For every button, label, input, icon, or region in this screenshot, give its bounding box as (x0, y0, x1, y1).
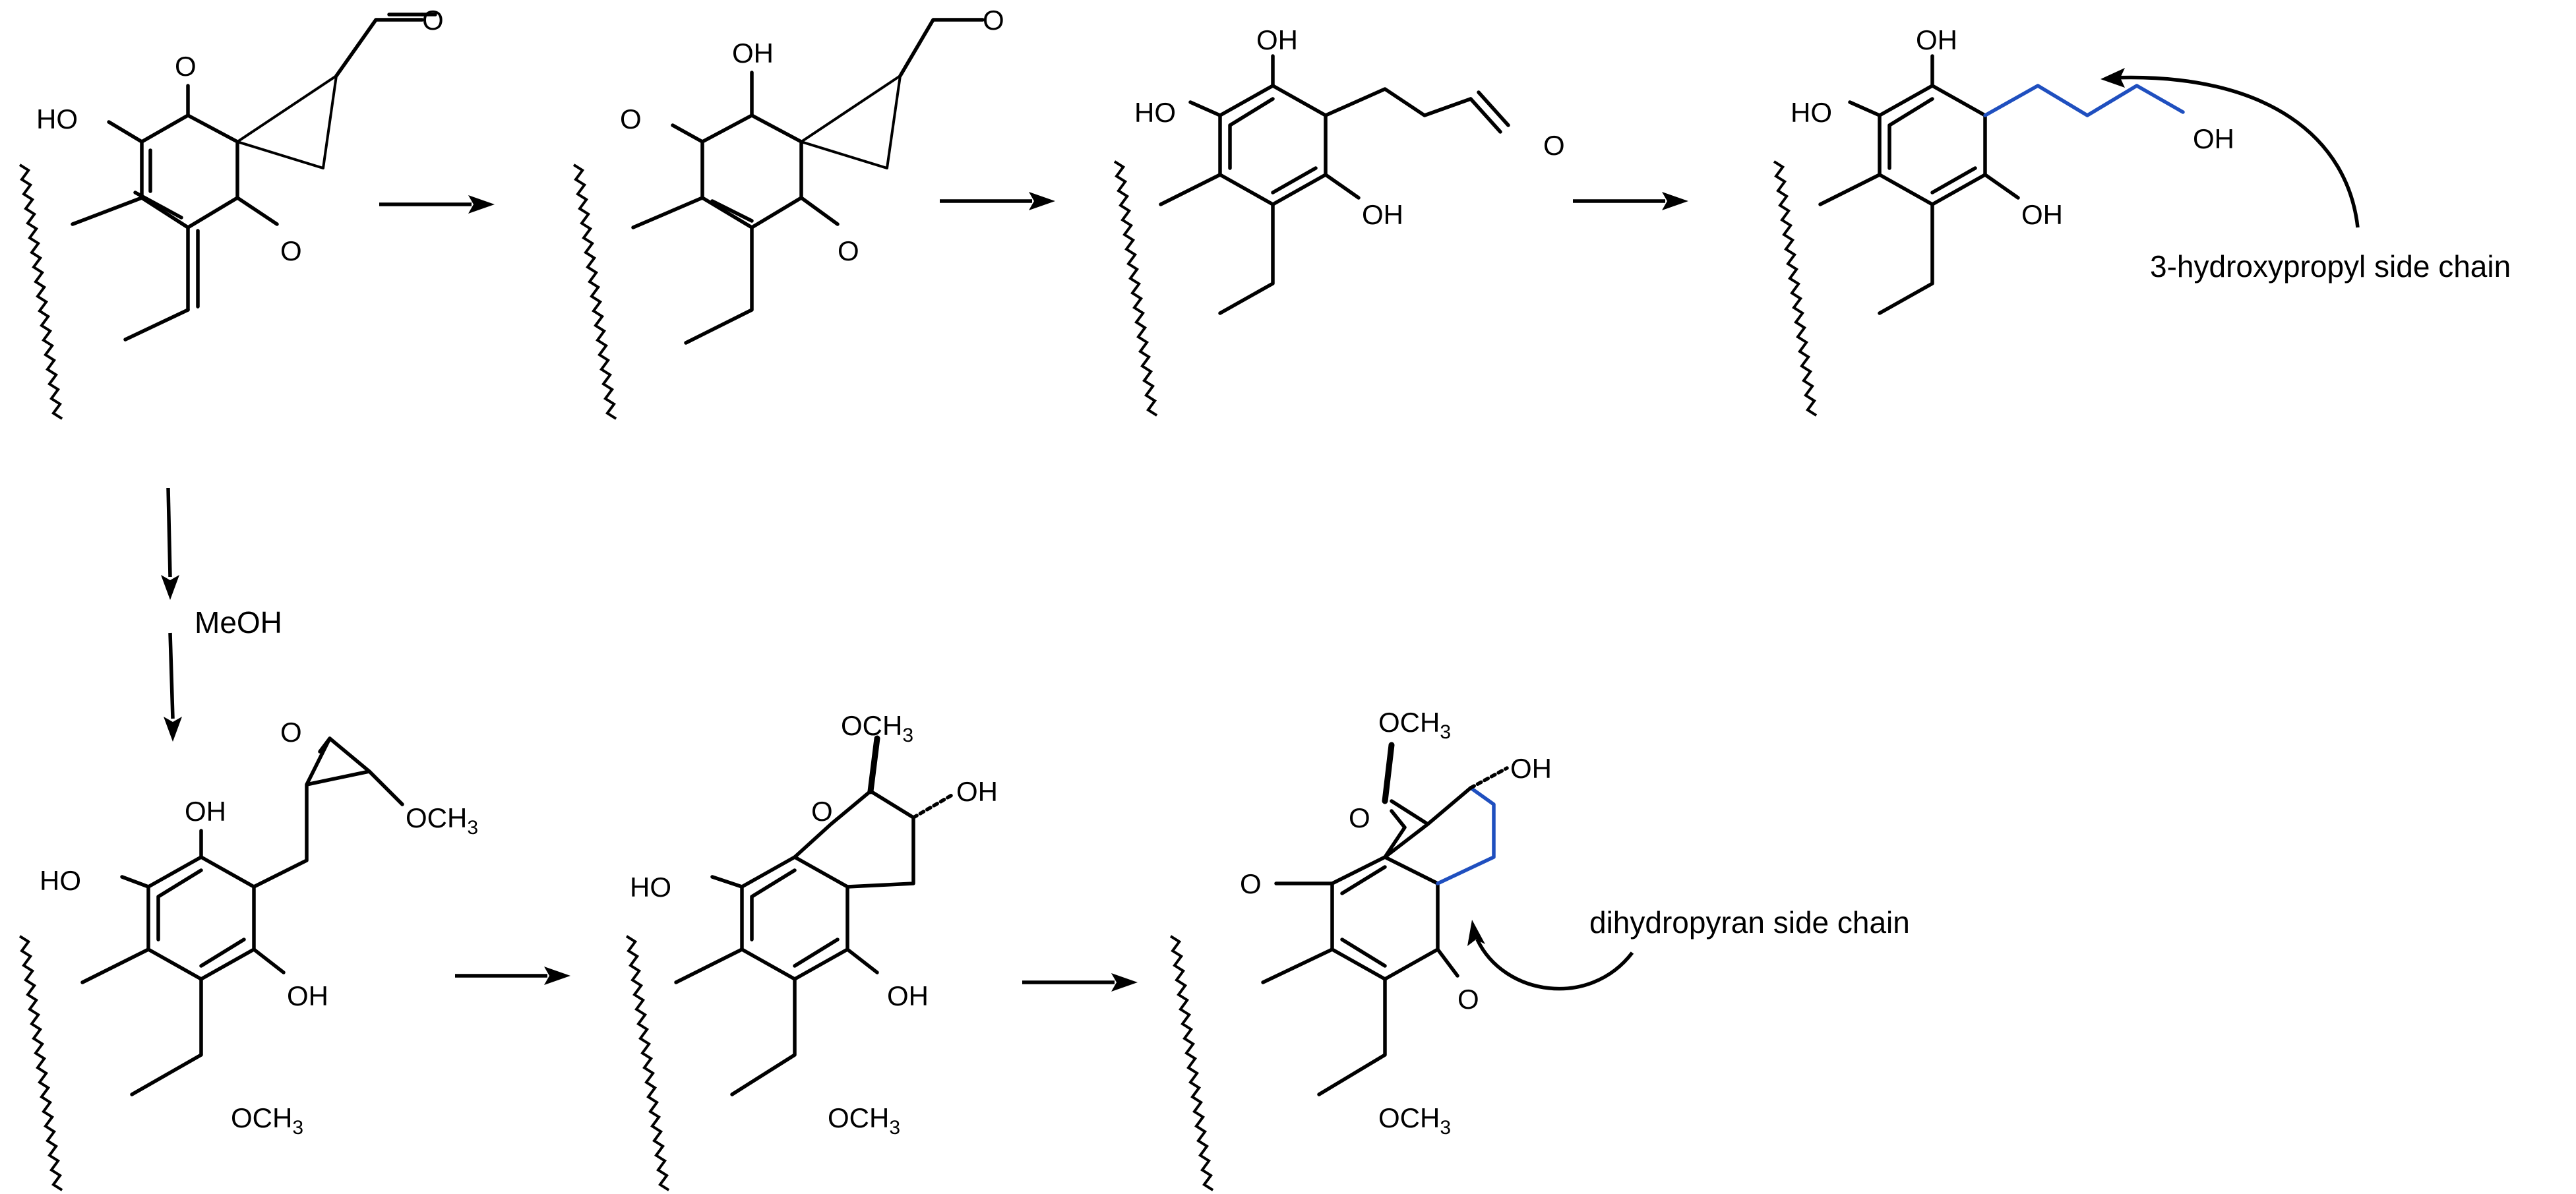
label-oh: OH (887, 980, 929, 1011)
label-oh: OH (185, 796, 226, 827)
label-ho: HO (630, 872, 671, 903)
molecule-4: OH HO OH OH (1730, 24, 2234, 419)
label-ho: HO (1134, 97, 1176, 128)
wavy-bond (1070, 158, 1201, 419)
och3-subscript: 3 (1440, 721, 1451, 743)
och3-main: OCH (1378, 1102, 1440, 1133)
och3-subscript: 3 (1440, 1117, 1451, 1139)
side-chain-caption-1: 3-hydroxypropyl side chain (2150, 249, 2511, 284)
label-o: O (175, 51, 197, 82)
reagent-meoh: MeOH (195, 605, 282, 640)
label-och3: OCH3 (406, 802, 478, 839)
label-oh: OH (732, 38, 774, 69)
side-chain-caption-2: dihydropyran side chain (1589, 905, 1910, 940)
reaction-arrow-3 (1573, 192, 1688, 210)
label-oh: OH (1510, 753, 1552, 784)
wavy-bond (1730, 158, 1860, 419)
label-och3: OCH3 (1378, 707, 1451, 743)
annotation-3-hydroxypropyl: 3-hydroxypropyl side chain (2101, 68, 2511, 284)
label-oh: OH (287, 980, 328, 1011)
molecule-5: OH HO OH O OCH3 OCH3 (0, 717, 478, 1194)
och3-main: OCH (231, 1102, 292, 1133)
molecule-2: OH O O O (530, 5, 1004, 423)
label-o: O (422, 5, 444, 36)
och3-subscript: 3 (292, 1117, 303, 1139)
reaction-arrow-5 (1022, 973, 1138, 992)
label-oh: OH (1256, 24, 1298, 55)
label-o: O (280, 235, 302, 266)
och3-main: OCH (828, 1102, 889, 1133)
label-ho: HO (40, 865, 81, 896)
label-oh: OH (2021, 199, 2063, 230)
wavy-bond (530, 161, 660, 423)
label-o: O (838, 235, 859, 266)
label-oh: OH (1916, 24, 1957, 55)
label-oh: OH (2193, 123, 2234, 154)
reaction-arrow-4 (455, 967, 570, 985)
molecule-1: O HO O O (0, 5, 444, 423)
och3-main: OCH (1378, 707, 1440, 738)
label-o: O (620, 104, 642, 134)
label-o: O (1349, 802, 1370, 833)
molecule-3: OH HO OH O (1070, 24, 1565, 419)
och3-subscript: 3 (467, 817, 478, 839)
label-o: O (280, 717, 302, 748)
molecule-7: O O O OH OCH3 OCH3 (1126, 707, 1552, 1194)
label-o: O (1543, 130, 1565, 161)
reaction-arrow-1 (379, 195, 495, 214)
label-oh: OH (1362, 199, 1403, 230)
reaction-arrow-2 (940, 192, 1055, 210)
label-o: O (811, 796, 833, 827)
och3-subscript: 3 (902, 725, 913, 746)
och3-subscript: 3 (889, 1117, 900, 1139)
wavy-bond (1126, 932, 1257, 1194)
label-och3: OCH3 (828, 1102, 900, 1139)
label-ho: HO (1791, 97, 1832, 128)
label-och3: OCH3 (1378, 1102, 1451, 1139)
label-ho: HO (36, 104, 78, 134)
label-o: O (1240, 868, 1262, 899)
wavy-bond (0, 161, 106, 423)
reaction-arrow-vertical: MeOH (161, 487, 282, 742)
molecule-6: O HO OH OH OCH3 OCH3 (582, 710, 998, 1194)
annotation-dihydropyran: dihydropyran side chain (1467, 905, 1910, 991)
label-oh: OH (956, 776, 998, 807)
wavy-bond (0, 932, 106, 1194)
label-och3: OCH3 (841, 710, 913, 746)
label-och3: OCH3 (231, 1102, 303, 1139)
label-o: O (983, 5, 1004, 36)
och3-main: OCH (841, 710, 902, 741)
label-o: O (1457, 984, 1479, 1015)
och3-main: OCH (406, 802, 467, 833)
